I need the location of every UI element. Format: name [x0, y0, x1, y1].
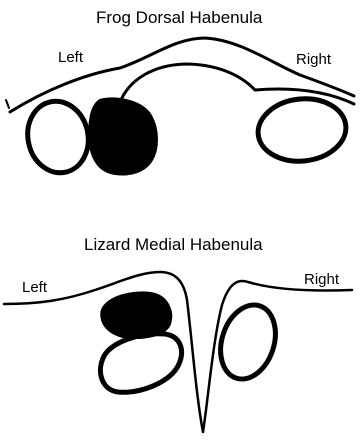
- frog-left-label: Left: [58, 50, 83, 65]
- lizard-right-nucleus: [212, 298, 285, 386]
- frog-left-margin-tick: [6, 100, 9, 108]
- frog-panel-title: Frog Dorsal Habenula: [96, 9, 262, 26]
- lizard-right-label: Right: [304, 272, 339, 287]
- lizard-panel-title: Lizard Medial Habenula: [84, 236, 263, 253]
- lizard-left-filled-nucleus: [101, 292, 171, 338]
- lizard-left-open-nucleus: [100, 334, 181, 393]
- frog-left-open-nucleus: [21, 96, 95, 179]
- frog-right-label: Right: [296, 52, 331, 67]
- lizard-panel-drawing: [4, 272, 352, 432]
- lizard-left-label: Left: [22, 280, 47, 295]
- frog-right-nucleus: [255, 95, 349, 166]
- frog-left-filled-nucleus: [89, 99, 157, 175]
- lizard-outer-contour: [4, 272, 352, 432]
